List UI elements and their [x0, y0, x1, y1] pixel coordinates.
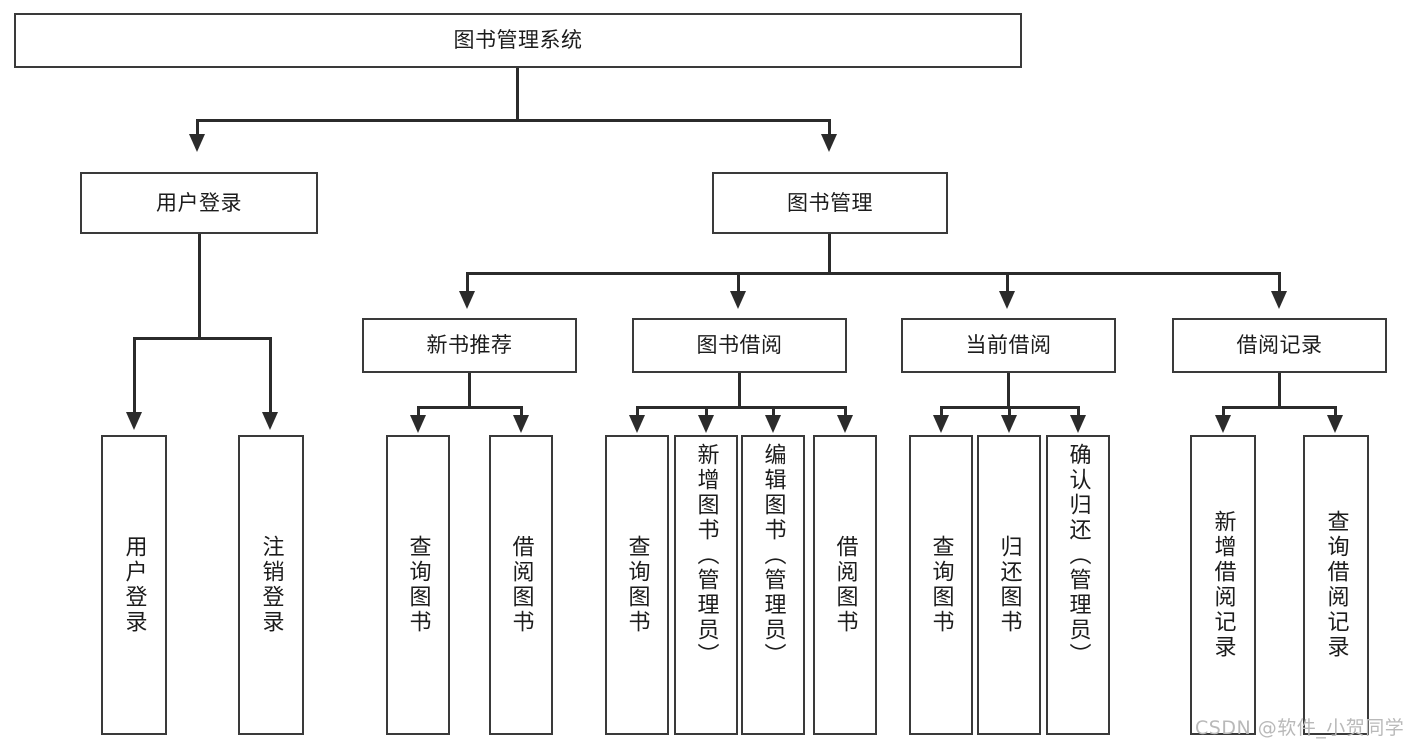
connector-root-bus [196, 119, 830, 122]
connector-cb-drop-2 [1008, 406, 1011, 418]
node-leaf-confirm-return[interactable]: 确认归还（管理员） [1046, 435, 1110, 735]
connector-bb-stem [738, 373, 741, 408]
connector-cb-drop-3 [1077, 406, 1080, 418]
node-label: 借阅图书 [508, 535, 534, 635]
node-current-borrow[interactable]: 当前借阅 [901, 318, 1116, 373]
node-label: 图书管理系统 [453, 28, 583, 53]
connector-user-login-bus [133, 337, 272, 340]
node-leaf-query-book-3[interactable]: 查询图书 [909, 435, 973, 735]
connector-user-login-stem [198, 234, 201, 339]
arrow-to-current-borrow [999, 291, 1015, 309]
node-label: 编辑图书（管理员） [760, 443, 786, 668]
node-label: 注销登录 [258, 535, 284, 635]
arrow-to-leaf-borrow-book-1 [513, 415, 529, 433]
connector-bb-drop-1 [636, 406, 639, 418]
connector-nbr-drop-2 [520, 406, 523, 418]
node-leaf-return-book[interactable]: 归还图书 [977, 435, 1041, 735]
node-borrow-record[interactable]: 借阅记录 [1172, 318, 1387, 373]
node-label: 新书推荐 [426, 333, 513, 358]
node-root-book-management-system[interactable]: 图书管理系统 [14, 13, 1022, 68]
arrow-to-leaf-query-book-2 [629, 415, 645, 433]
connector-bm-drop-2 [737, 272, 740, 294]
node-label: 确认归还（管理员） [1065, 443, 1091, 668]
node-leaf-borrow-book-1[interactable]: 借阅图书 [489, 435, 553, 735]
connector-user-login-drop-1 [133, 337, 136, 415]
connector-br-stem [1278, 373, 1281, 408]
node-leaf-user-login[interactable]: 用户登录 [101, 435, 167, 735]
node-label: 查询图书 [624, 535, 650, 635]
arrow-to-leaf-logout [262, 412, 278, 430]
arrow-to-leaf-add-book [698, 415, 714, 433]
connector-br-bus [1222, 406, 1337, 409]
arrow-to-new-book-recommend [459, 291, 475, 309]
arrow-to-leaf-query-record [1327, 415, 1343, 433]
node-leaf-logout[interactable]: 注销登录 [238, 435, 304, 735]
node-leaf-query-book-1[interactable]: 查询图书 [386, 435, 450, 735]
node-label: 新增借阅记录 [1210, 510, 1236, 660]
node-leaf-query-book-2[interactable]: 查询图书 [605, 435, 669, 735]
arrow-to-user-login [189, 134, 205, 152]
connector-bm-drop-3 [1006, 272, 1009, 294]
connector-cb-stem [1007, 373, 1010, 408]
node-leaf-edit-book[interactable]: 编辑图书（管理员） [741, 435, 805, 735]
connector-book-manage-stem [828, 234, 831, 274]
node-label: 图书管理 [787, 190, 873, 215]
arrow-to-leaf-edit-book [765, 415, 781, 433]
connector-bb-drop-3 [772, 406, 775, 418]
node-label: 图书借阅 [696, 333, 783, 358]
connector-root-stem [516, 68, 519, 120]
connector-cb-drop-1 [940, 406, 943, 418]
node-label: 当前借阅 [965, 333, 1052, 358]
connector-br-drop-2 [1334, 406, 1337, 418]
connector-nbr-drop-1 [417, 406, 420, 418]
arrow-to-leaf-borrow-book-2 [837, 415, 853, 433]
node-label: 借阅图书 [832, 535, 858, 635]
node-label: 查询图书 [928, 535, 954, 635]
connector-root-to-book-manage [828, 119, 831, 136]
arrow-to-book-borrow [730, 291, 746, 309]
arrow-to-leaf-confirm-return [1070, 415, 1086, 433]
arrow-to-book-manage [821, 134, 837, 152]
node-label: 归还图书 [996, 535, 1022, 635]
connector-book-manage-bus [466, 272, 1281, 275]
node-new-book-recommend[interactable]: 新书推荐 [362, 318, 577, 373]
node-leaf-query-record[interactable]: 查询借阅记录 [1303, 435, 1369, 735]
connector-nbr-stem [468, 373, 471, 408]
node-label: 用户登录 [156, 190, 242, 215]
node-label: 用户登录 [121, 535, 147, 635]
arrow-to-leaf-user-login [126, 412, 142, 430]
arrow-to-leaf-query-book-1 [410, 415, 426, 433]
node-label: 新增图书（管理员） [693, 443, 719, 668]
connector-bm-drop-4 [1278, 272, 1281, 294]
watermark-text: CSDN @软件_小贺同学 [1195, 717, 1405, 739]
connector-bb-drop-2 [705, 406, 708, 418]
node-user-login[interactable]: 用户登录 [80, 172, 318, 234]
arrow-to-leaf-add-record [1215, 415, 1231, 433]
connector-br-drop-1 [1222, 406, 1225, 418]
node-label: 借阅记录 [1236, 333, 1323, 358]
connector-root-to-user-login [196, 119, 199, 136]
node-leaf-add-book[interactable]: 新增图书（管理员） [674, 435, 738, 735]
connector-user-login-drop-2 [269, 337, 272, 415]
connector-bb-bus [636, 406, 847, 409]
node-book-manage[interactable]: 图书管理 [712, 172, 948, 234]
arrow-to-leaf-return-book [1001, 415, 1017, 433]
node-label: 查询借阅记录 [1323, 510, 1349, 660]
arrow-to-borrow-record [1271, 291, 1287, 309]
connector-nbr-bus [417, 406, 523, 409]
connector-bm-drop-1 [466, 272, 469, 294]
arrow-to-leaf-query-book-3 [933, 415, 949, 433]
node-leaf-borrow-book-2[interactable]: 借阅图书 [813, 435, 877, 735]
node-book-borrow[interactable]: 图书借阅 [632, 318, 847, 373]
node-label: 查询图书 [405, 535, 431, 635]
node-leaf-add-record[interactable]: 新增借阅记录 [1190, 435, 1256, 735]
connector-bb-drop-4 [844, 406, 847, 418]
